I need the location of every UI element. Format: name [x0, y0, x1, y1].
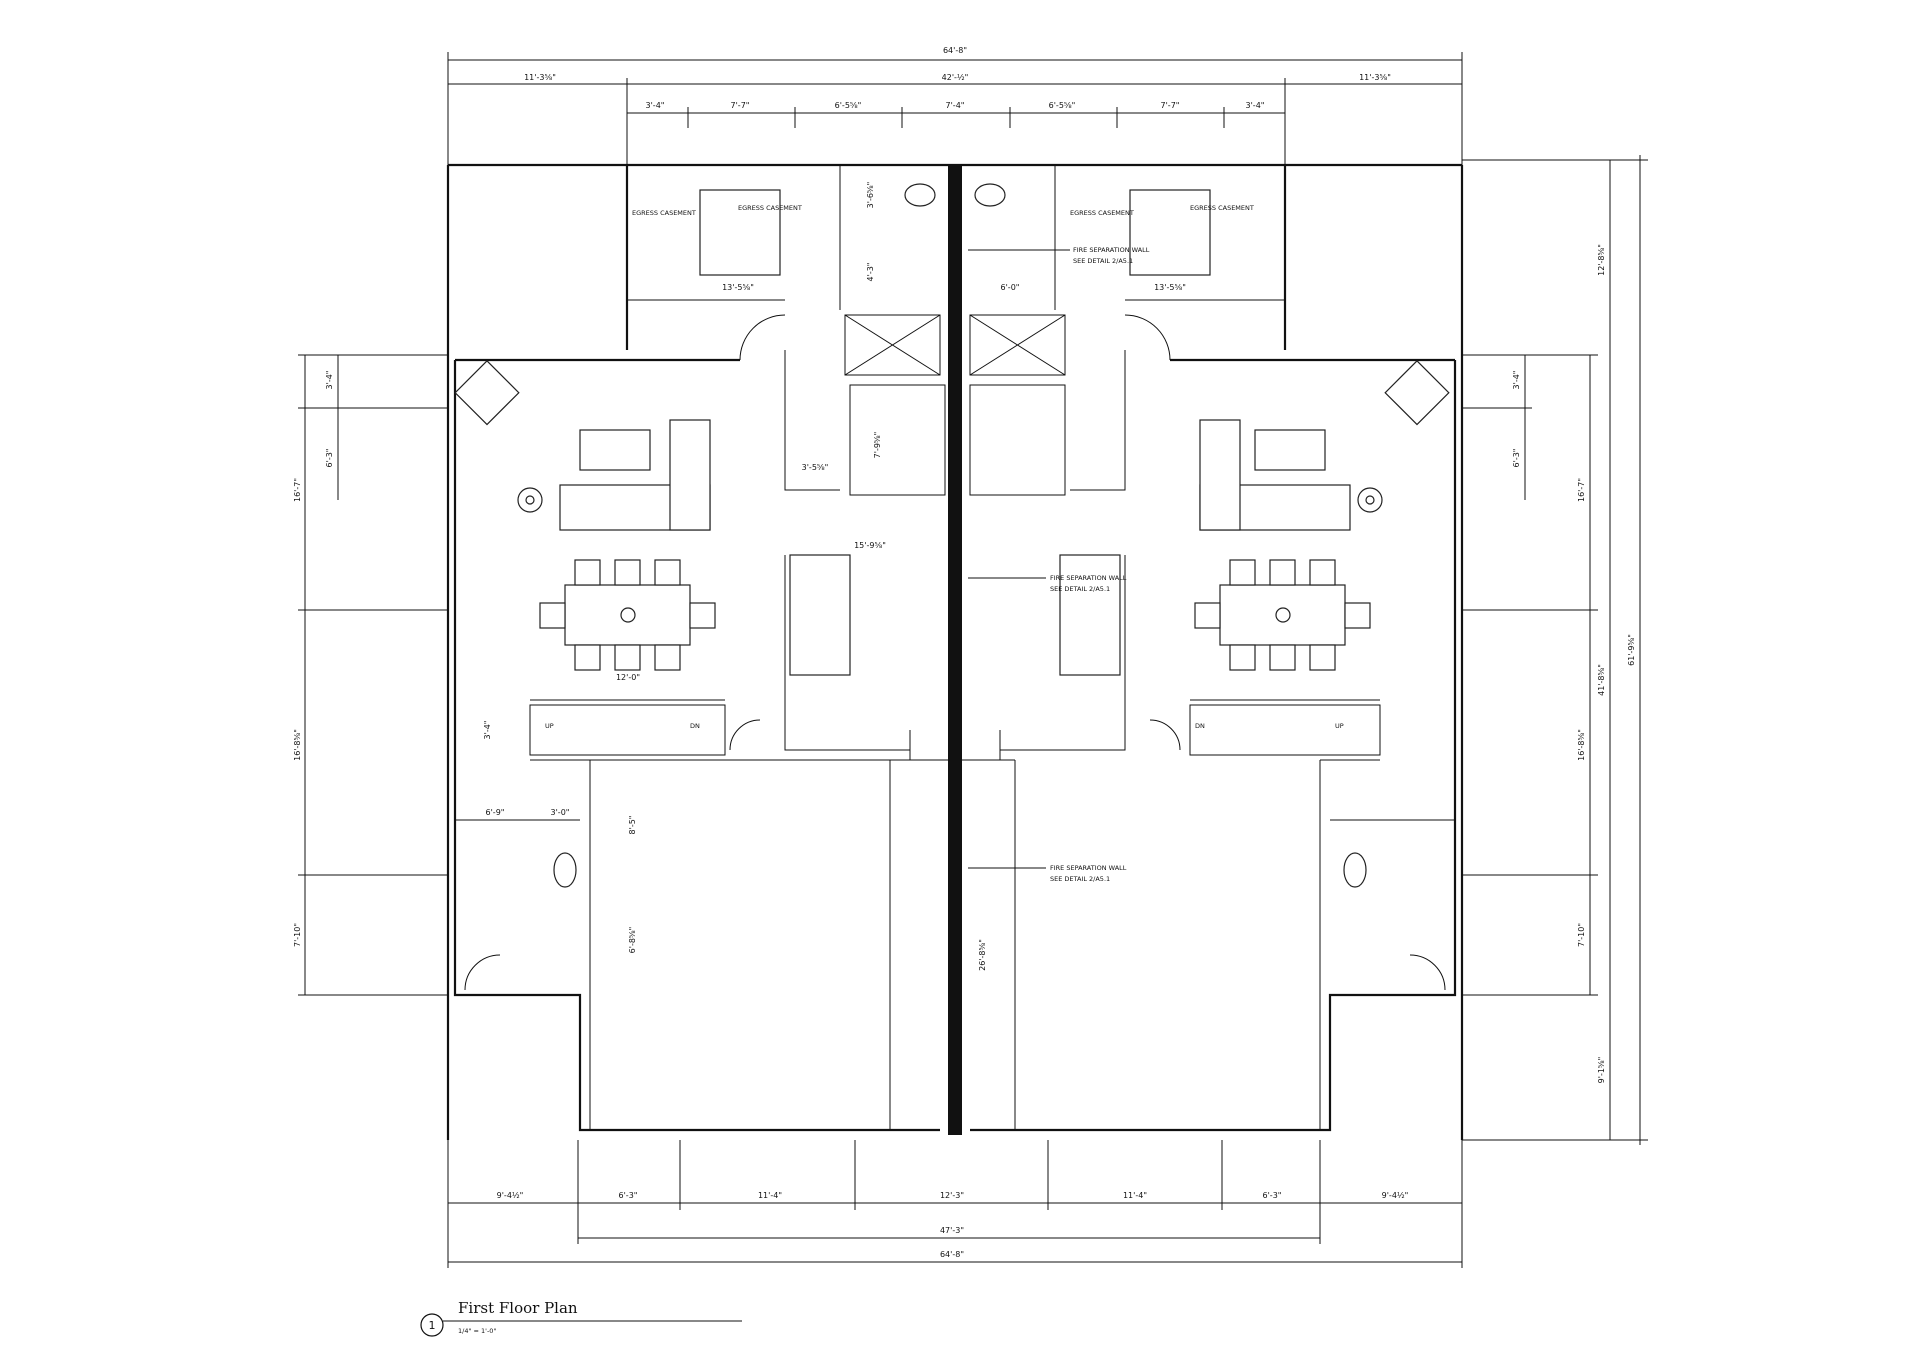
annotations: EGRESS CASEMENT EGRESS CASEMENT EGRESS C…: [545, 204, 1344, 883]
dim-bottom-overall: 64'-8": [940, 1250, 964, 1259]
dim-top-row-3: 6'-5⅝": [835, 101, 862, 110]
drawing-scale: 1/4" = 1'-0": [458, 1327, 496, 1335]
dim-top-center: 42'-½": [942, 73, 969, 82]
dim-bottom-row-6: 6'-3": [1263, 1191, 1282, 1200]
dim-top-row-2: 7'-7": [731, 101, 750, 110]
walls: [446, 163, 1464, 1140]
dim-bottom-inner: 47'-3": [940, 1226, 964, 1235]
dim-interior-4: 13'-5⅝": [1154, 283, 1186, 292]
stair-left-up: UP: [545, 722, 554, 730]
fire-separation-wall: [948, 165, 962, 1135]
dim-interior-10: 3'-4": [483, 721, 492, 740]
title-block: 1 First Floor Plan 1/4" = 1'-0": [420, 1299, 742, 1337]
dim-top-row-6: 7'-7": [1161, 101, 1180, 110]
dim-bottom-row-4: 12'-3": [940, 1191, 964, 1200]
stair-right-down: DN: [1195, 722, 1205, 730]
dim-left-2: 6'-3": [325, 449, 334, 468]
dim-bottom-row-1: 9'-4½": [497, 1191, 524, 1200]
dimension-lines: [298, 52, 1648, 1268]
drawing-number: 1: [429, 1319, 436, 1332]
dim-interior-15: 26'-8⅝": [978, 939, 987, 971]
dim-top-left-projection: 11'-3⅝": [524, 73, 556, 82]
dim-bottom-row-5: 11'-4": [1123, 1191, 1147, 1200]
dim-left-4: 16'-8⅝": [293, 729, 302, 761]
dim-left-5: 7'-10": [293, 923, 302, 947]
stair-left-down: DN: [690, 722, 700, 730]
dim-interior-1: 13'-5⅝": [722, 283, 754, 292]
fire-wall-note-top-1: FIRE SEPARATION WALL: [1073, 246, 1150, 254]
fire-wall-note-mid-2: SEE DETAIL 2/A5.1: [1050, 585, 1110, 593]
dim-bottom-row-3: 11'-4": [758, 1191, 782, 1200]
dim-interior-6: 7'-9⅝": [873, 432, 882, 459]
dim-right-3: 6'-3": [1512, 449, 1521, 468]
dim-right-2: 3'-4": [1512, 371, 1521, 390]
fire-wall-note-low-2: SEE DETAIL 2/A5.1: [1050, 875, 1110, 883]
dim-right-7: 7'-10": [1577, 923, 1586, 947]
egress-note-4: EGRESS CASEMENT: [1190, 204, 1254, 212]
dim-interior-2: 3'-6⅝": [866, 182, 875, 209]
dim-interior-3: 4'-3": [866, 263, 875, 282]
dim-interior-9: 12'-0": [616, 673, 640, 682]
dim-top-row-7: 3'-4": [1246, 101, 1265, 110]
egress-note-1: EGRESS CASEMENT: [632, 209, 696, 217]
dim-right-9: 61'-9⅝": [1627, 634, 1636, 666]
egress-note-3: EGRESS CASEMENT: [1070, 209, 1134, 217]
dim-top-row-5: 6'-5⅝": [1049, 101, 1076, 110]
dim-interior-14: 6'-8⅝": [628, 927, 637, 954]
dimension-labels: 64'-8" 11'-3⅝" 42'-½" 11'-3⅝" 3'-4" 7'-7…: [293, 46, 1636, 1259]
dim-interior-12: 6'-9": [486, 808, 505, 817]
dim-interior-8: 15'-9⅝": [854, 541, 886, 550]
dim-left-3: 16'-7": [293, 478, 302, 502]
dim-interior-13: 3'-0": [551, 808, 570, 817]
dim-top-row-4: 7'-4": [946, 101, 965, 110]
furniture: [454, 183, 1450, 991]
dim-top-overall: 64'-8": [943, 46, 967, 55]
dim-interior-7: 3'-5⅝": [802, 463, 829, 472]
dim-right-1: 12'-8⅝": [1597, 244, 1606, 276]
dim-right-4: 16'-7": [1577, 478, 1586, 502]
dim-bottom-row-7: 9'-4½": [1382, 1191, 1409, 1200]
dim-top-row-1: 3'-4": [646, 101, 665, 110]
stair-right-up: UP: [1335, 722, 1344, 730]
dim-right-8: 9'-1⅝": [1597, 1057, 1606, 1084]
dim-right-6: 16'-8⅝": [1577, 729, 1586, 761]
dim-bottom-row-2: 6'-3": [619, 1191, 638, 1200]
fire-wall-note-mid-1: FIRE SEPARATION WALL: [1050, 574, 1127, 582]
dim-right-5: 41'-8⅝": [1597, 664, 1606, 696]
fire-wall-note-top-2: SEE DETAIL 2/A5.1: [1073, 257, 1133, 265]
dim-interior-11: 8'-5": [628, 816, 637, 835]
dim-left-1: 3'-4": [325, 371, 334, 390]
dim-top-right-projection: 11'-3⅝": [1359, 73, 1391, 82]
dim-interior-5: 6'-0": [1001, 283, 1020, 292]
fire-wall-note-low-1: FIRE SEPARATION WALL: [1050, 864, 1127, 872]
drawing-title: First Floor Plan: [458, 1299, 578, 1317]
egress-note-2: EGRESS CASEMENT: [738, 204, 802, 212]
